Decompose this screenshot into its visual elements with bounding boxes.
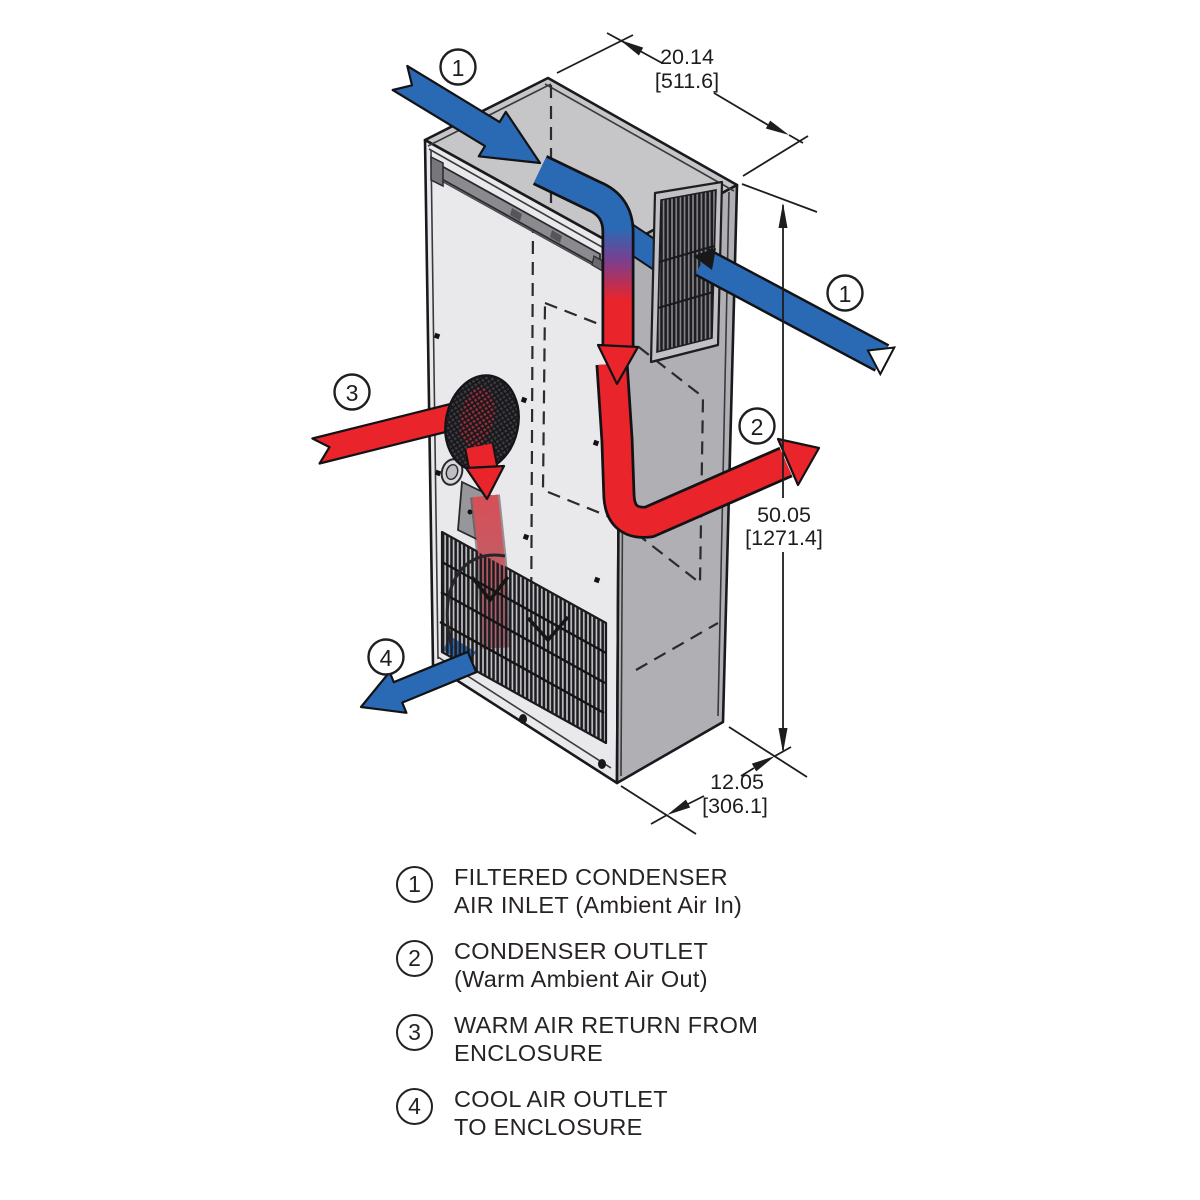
callout-marker-inlet-side: 1	[826, 274, 864, 312]
panel-rivets	[433, 332, 601, 584]
legend-number-badge: 2	[396, 940, 433, 977]
dim-arrowhead	[765, 120, 789, 135]
legend-item-3: 3 WARM AIR RETURN FROM ENCLOSURE	[396, 1012, 866, 1067]
legend-number-badge: 4	[396, 1088, 433, 1125]
height-dim-in: 50.05	[757, 503, 811, 527]
legend-item-2: 2 CONDENSER OUTLET (Warm Ambient Air Out…	[396, 938, 866, 993]
legend-item-text: FILTERED CONDENSER AIR INLET (Ambient Ai…	[454, 864, 742, 919]
filtered-inlet-arrow-side	[693, 248, 897, 377]
extension-line	[620, 785, 697, 835]
legend-number-badge: 1	[396, 866, 433, 903]
depth-dim-in: 12.05	[710, 770, 764, 794]
callout-number: 4	[380, 645, 393, 671]
legend-text-line: FILTERED CONDENSER	[454, 864, 728, 890]
extension-line	[742, 135, 809, 177]
rail-hook-left	[430, 155, 444, 188]
depth-dim-mm: [306.1]	[702, 794, 768, 818]
condenser-downflow-ribbon	[532, 155, 640, 386]
width-dim-mm: [511.6]	[655, 69, 719, 93]
flow-chevron	[470, 575, 510, 603]
ribbon-tail-notch	[866, 346, 897, 377]
callout-number: 2	[751, 414, 764, 440]
callout-number: 1	[452, 55, 465, 81]
callout-marker-cool-outlet: 4	[367, 638, 405, 676]
dim-arrowhead	[620, 40, 644, 56]
callout-marker-warm-return: 3	[333, 373, 371, 411]
callout-number: 3	[346, 380, 359, 406]
dimension-depth	[620, 726, 808, 835]
cool-air-outlet-arrow	[359, 650, 478, 714]
grille-entry-arrowhead	[693, 248, 716, 270]
legend-item-text: COOL AIR OUTLET TO ENCLOSURE	[454, 1086, 668, 1141]
legend-text-line: ENCLOSURE	[454, 1039, 603, 1066]
legend: 1 FILTERED CONDENSER AIR INLET (Ambient …	[396, 864, 866, 1141]
blower-scroll-arc	[445, 553, 506, 649]
legend-text-line: WARM AIR RETURN FROM	[454, 1012, 759, 1038]
legend-item-text: CONDENSER OUTLET (Warm Ambient Air Out)	[454, 938, 708, 993]
legend-text-line: AIR INLET (Ambient Air In)	[454, 891, 743, 918]
dim-arrowhead	[778, 203, 788, 228]
downflow-arrowhead	[596, 343, 640, 386]
dim-arrowhead	[778, 728, 788, 753]
condenser-outlet-arrowhead	[776, 437, 821, 487]
grille-bars	[657, 190, 716, 352]
knockout-hole	[440, 458, 464, 486]
dim-arrowhead	[751, 756, 775, 772]
dimension-height	[741, 183, 818, 753]
legend-text-line: COOL AIR OUTLET	[454, 1086, 668, 1112]
front-center-dashed-line	[529, 219, 535, 653]
extension-line	[556, 34, 634, 74]
legend-item-4: 4 COOL AIR OUTLET TO ENCLOSURE	[396, 1086, 866, 1141]
legend-text-line: TO ENCLOSURE	[454, 1113, 643, 1140]
filtered-inlet-arrow-top	[391, 64, 542, 165]
dimension-width	[556, 32, 809, 177]
callout-marker-condenser-outlet: 2	[738, 407, 776, 445]
base-dashed-line	[635, 622, 719, 671]
legend-text-line: CONDENSER OUTLET	[454, 938, 709, 964]
condenser-outlet-ribbon	[595, 362, 821, 539]
legend-text-line: (Warm Ambient Air Out)	[454, 965, 708, 992]
legend-number-badge: 3	[396, 1014, 433, 1051]
width-dim-in: 20.14	[660, 45, 714, 69]
height-dim-mm: [1271.4]	[745, 526, 823, 550]
dim-arrowhead	[667, 799, 691, 815]
legend-item-1: 1 FILTERED CONDENSER AIR INLET (Ambient …	[396, 864, 866, 919]
extension-line	[728, 726, 808, 778]
rail-tab	[550, 230, 562, 243]
callout-marker-inlet-top: 1	[439, 48, 477, 86]
fan-inlet-grille	[444, 374, 520, 472]
warm-air-down-arrow	[464, 443, 506, 501]
cool-air-louver	[439, 494, 608, 745]
extension-line	[741, 183, 818, 213]
callout-number: 1	[839, 281, 852, 307]
condenser-inlet-grille	[649, 180, 724, 364]
legend-item-text: WARM AIR RETURN FROM ENCLOSURE	[454, 1012, 758, 1067]
flow-chevron	[526, 615, 570, 643]
rail-tab	[510, 208, 522, 221]
louver-dividers	[439, 560, 607, 715]
